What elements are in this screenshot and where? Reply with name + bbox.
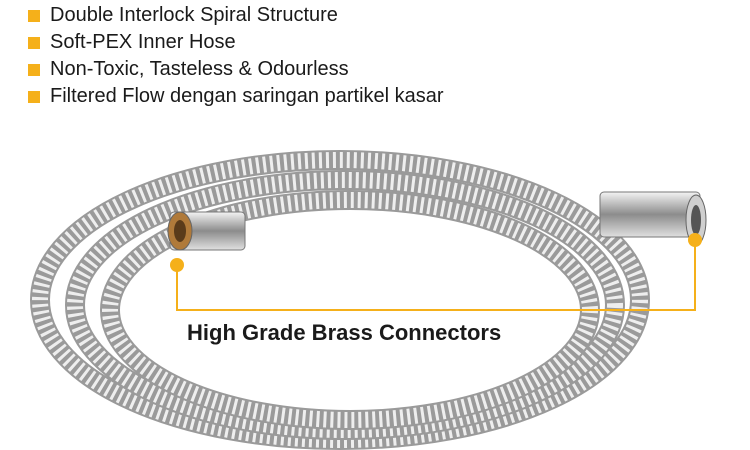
right-connector xyxy=(599,191,707,246)
feature-text: Filtered Flow dengan saringan partikel k… xyxy=(50,85,444,107)
feature-item: Non-Toxic, Tasteless & Odourless xyxy=(28,56,444,83)
callout-label: High Grade Brass Connectors xyxy=(187,320,502,345)
bullet-icon xyxy=(28,63,40,76)
callout-dot-right xyxy=(688,233,702,247)
bullet-icon xyxy=(28,9,40,22)
bullet-icon xyxy=(28,90,40,103)
feature-text: Double Interlock Spiral Structure xyxy=(50,4,338,26)
feature-item: Filtered Flow dengan saringan partikel k… xyxy=(28,83,444,110)
feature-item: Soft-PEX Inner Hose xyxy=(28,29,444,56)
feature-item: Double Interlock Spiral Structure xyxy=(28,2,444,29)
hose-coils xyxy=(30,150,650,450)
feature-list: Double Interlock Spiral Structure Soft-P… xyxy=(28,2,444,110)
feature-text: Non-Toxic, Tasteless & Odourless xyxy=(50,58,349,80)
left-connector xyxy=(167,211,246,251)
callout-dot-left xyxy=(170,258,184,272)
callout-line xyxy=(170,233,702,311)
feature-text: Soft-PEX Inner Hose xyxy=(50,31,236,53)
bullet-icon xyxy=(28,36,40,49)
